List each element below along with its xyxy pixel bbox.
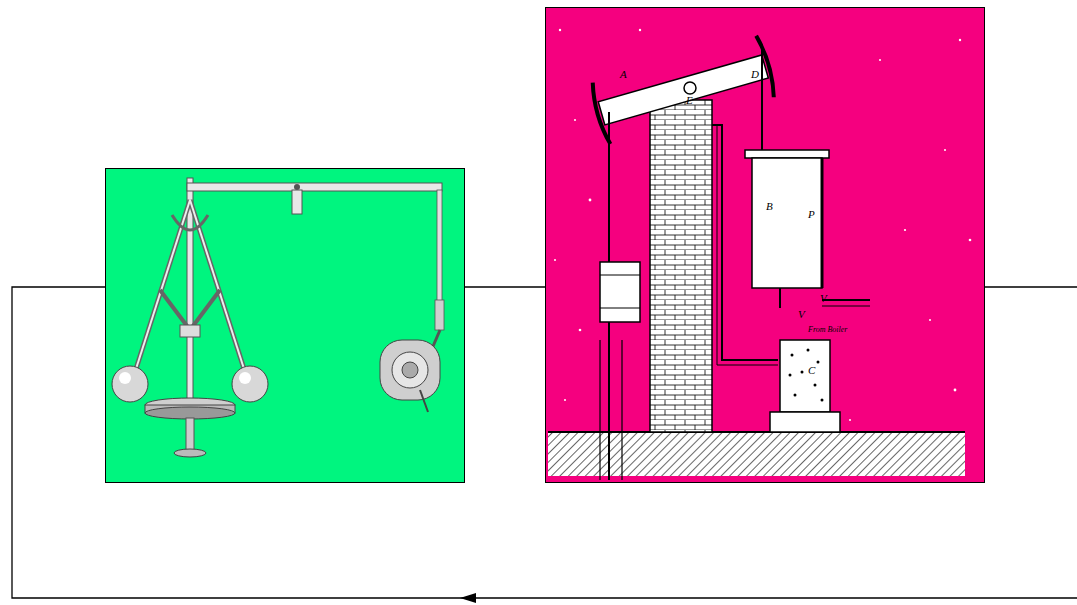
label-holder: E <box>686 94 693 106</box>
label-holder: D <box>751 68 759 80</box>
part-letter: B <box>766 200 773 212</box>
label-holder: From Boiler <box>808 326 847 335</box>
part-letter: A <box>620 68 627 80</box>
signal-line <box>465 287 545 288</box>
label-holder: V <box>820 292 827 304</box>
part-letter: C <box>808 364 815 376</box>
part-letter: D <box>751 68 759 80</box>
part-letter: V <box>798 308 805 320</box>
label-holder: P <box>808 208 815 220</box>
label-holder: B <box>766 200 773 212</box>
connector-path <box>465 286 545 287</box>
governor-box <box>105 168 465 483</box>
label-holder: C <box>808 364 815 376</box>
part-letter: V <box>820 292 827 304</box>
arrow-head <box>460 593 476 603</box>
label-holder: V <box>798 308 805 320</box>
part-letter: P <box>808 208 815 220</box>
beam-engine-illustration <box>545 7 985 483</box>
part-letter: From Boiler <box>808 326 847 335</box>
part-letter: E <box>686 94 693 106</box>
governor-illustration <box>105 168 465 483</box>
label-holder: A <box>620 68 627 80</box>
engine-box: AEDBPVVFrom BoilerC <box>545 7 985 483</box>
